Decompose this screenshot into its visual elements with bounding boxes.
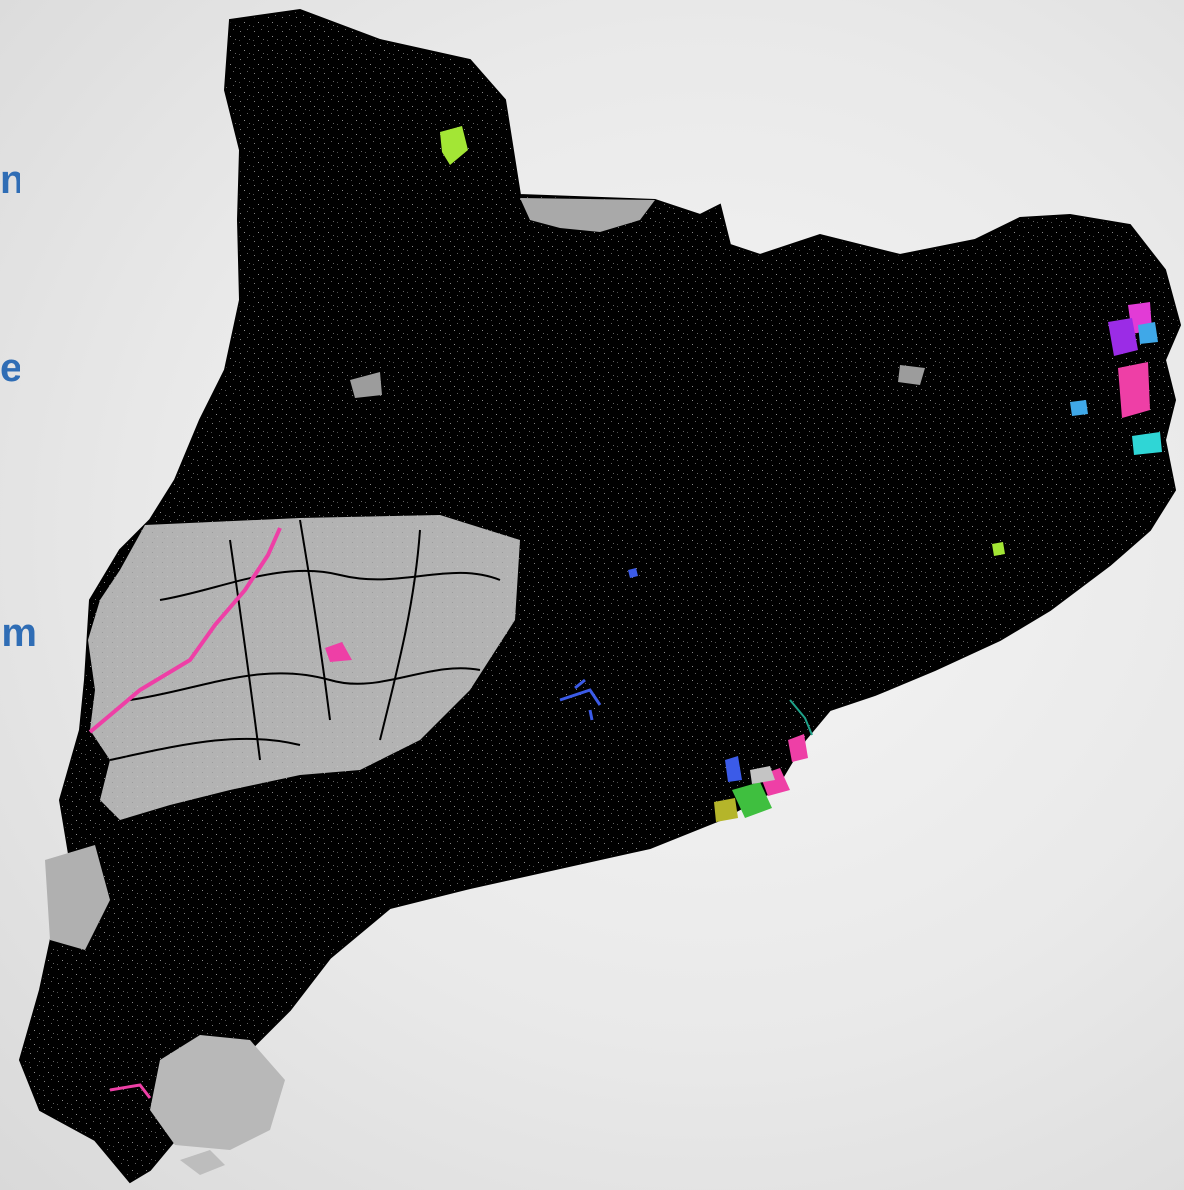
delta-islet [180, 1150, 225, 1175]
green-coastal [732, 782, 772, 818]
central-gray-blob-2 [898, 365, 925, 385]
blue-dot [628, 568, 638, 578]
lime-blob-east [992, 542, 1005, 556]
side-label-top: n [0, 160, 20, 200]
sky-blob-east [1070, 400, 1088, 416]
pink-cluster-east [1118, 362, 1150, 418]
lime-patch-north [440, 126, 468, 165]
pink-delta-line [109, 1083, 152, 1099]
sky-cluster-east [1138, 322, 1158, 344]
teal-river-coast [789, 699, 813, 736]
side-label-bottom: m [1, 613, 37, 653]
central-gray-blob [350, 372, 382, 398]
southwest-patch [45, 845, 110, 950]
delta-patch [150, 1035, 285, 1150]
northern-strip [520, 198, 655, 232]
pink-lake [325, 642, 352, 662]
pink-coastal-2 [788, 734, 808, 762]
blue-cluster-central [559, 678, 602, 721]
side-label-middle: e [0, 348, 20, 388]
plain-rivers [109, 519, 501, 761]
cyan-cluster-east [1132, 432, 1162, 455]
blue-coastal [725, 756, 742, 782]
gray-coastal-gap [750, 766, 775, 784]
purple-cluster [1108, 318, 1138, 356]
olive-coastal [714, 798, 738, 822]
pink-river [88, 527, 282, 734]
